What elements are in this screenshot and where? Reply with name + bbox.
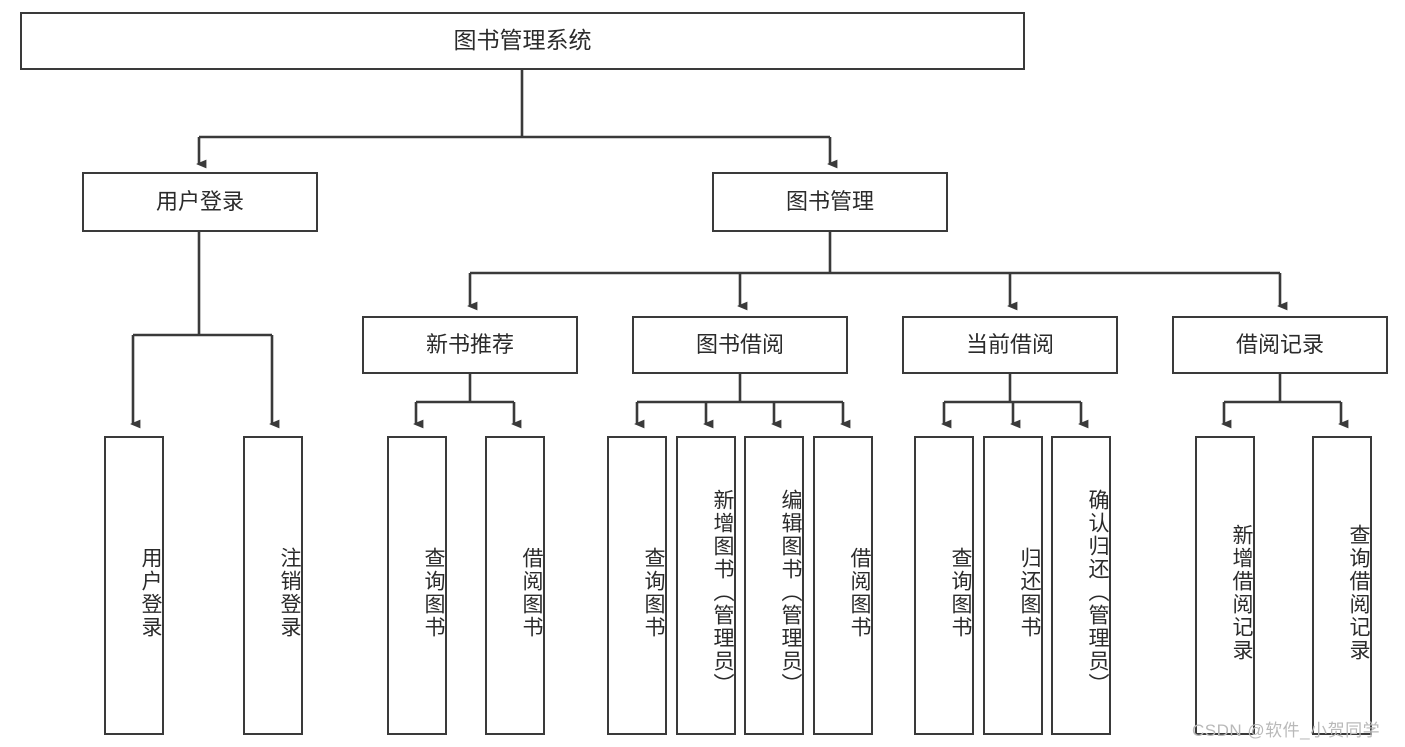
node-leaf-query-borrow-record[interactable]: 查询借阅记录 xyxy=(1312,436,1372,735)
node-label: 借阅记录 xyxy=(1235,332,1324,358)
node-label: 新书推荐 xyxy=(425,332,514,358)
node-label: 查询借阅记录 xyxy=(1347,523,1370,662)
node-label: 当前借阅 xyxy=(965,332,1054,358)
node-user-login[interactable]: 用户登录 xyxy=(82,172,318,232)
node-current-borrow[interactable]: 当前借阅 xyxy=(902,316,1118,374)
node-label: 查询图书 xyxy=(642,546,665,639)
node-label: 注销登录 xyxy=(278,546,301,639)
node-label: 编辑图书（管理员） xyxy=(779,489,802,696)
node-leaf-user-login[interactable]: 用户登录 xyxy=(104,436,164,735)
node-leaf-edit-book[interactable]: 编辑图书（管理员） xyxy=(744,436,804,735)
node-book-borrow[interactable]: 图书借阅 xyxy=(632,316,848,374)
node-label: 图书管理 xyxy=(785,189,874,215)
node-borrow-record[interactable]: 借阅记录 xyxy=(1172,316,1388,374)
node-label: 借阅图书 xyxy=(848,546,871,639)
node-label: 新增借阅记录 xyxy=(1230,523,1253,662)
node-label: 归还图书 xyxy=(1018,546,1041,639)
node-label: 确认归还（管理员） xyxy=(1086,489,1109,696)
watermark-text: CSDN @软件_小贺同学 xyxy=(1192,721,1381,740)
node-leaf-query-book-borrow[interactable]: 查询图书 xyxy=(607,436,667,735)
node-root-system[interactable]: 图书管理系统 xyxy=(20,12,1025,70)
node-label: 用户登录 xyxy=(139,546,162,639)
node-leaf-query-book-current[interactable]: 查询图书 xyxy=(914,436,974,735)
node-leaf-query-book-recommend[interactable]: 查询图书 xyxy=(387,436,447,735)
node-leaf-borrow-book[interactable]: 借阅图书 xyxy=(813,436,873,735)
node-leaf-borrow-book-recommend[interactable]: 借阅图书 xyxy=(485,436,545,735)
node-leaf-confirm-return[interactable]: 确认归还（管理员） xyxy=(1051,436,1111,735)
node-leaf-logout-login[interactable]: 注销登录 xyxy=(243,436,303,735)
node-label: 查询图书 xyxy=(949,546,972,639)
node-label: 借阅图书 xyxy=(520,546,543,639)
node-label: 新增图书（管理员） xyxy=(711,489,734,696)
node-new-book-recommend[interactable]: 新书推荐 xyxy=(362,316,578,374)
node-book-manage[interactable]: 图书管理 xyxy=(712,172,948,232)
node-label: 用户登录 xyxy=(155,189,244,215)
node-label: 查询图书 xyxy=(422,546,445,639)
node-label: 图书管理系统 xyxy=(453,27,592,54)
node-leaf-return-book[interactable]: 归还图书 xyxy=(983,436,1043,735)
node-leaf-add-borrow-record[interactable]: 新增借阅记录 xyxy=(1195,436,1255,735)
node-label: 图书借阅 xyxy=(695,332,784,358)
node-leaf-add-book[interactable]: 新增图书（管理员） xyxy=(676,436,736,735)
